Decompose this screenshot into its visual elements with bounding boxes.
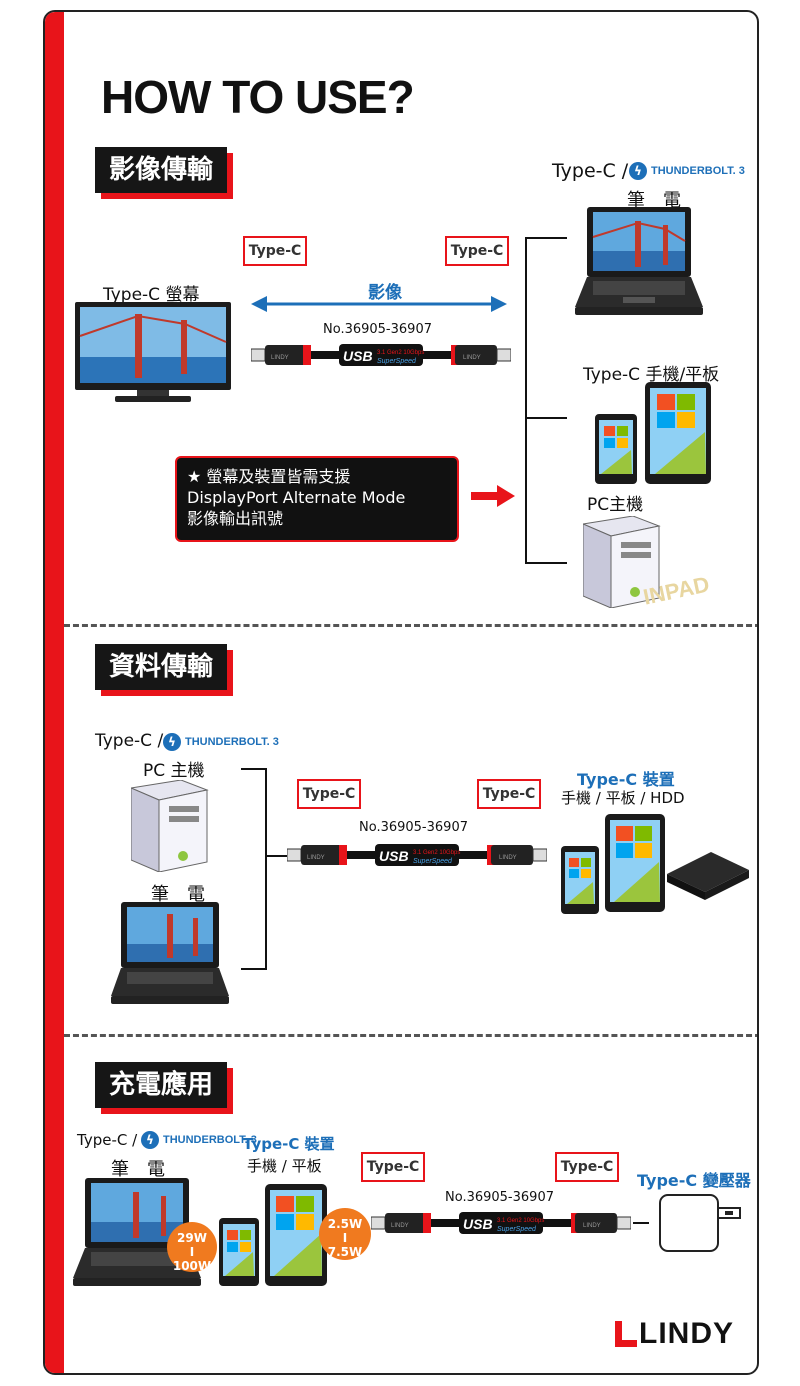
thunderbolt-icon: ϟ	[141, 1131, 159, 1149]
video-pc-label: PC主機	[587, 495, 644, 515]
svg-text:LINDY: LINDY	[307, 855, 325, 861]
data-src-typec-label: Type-C /	[95, 731, 164, 751]
usb-cable-1: USB 3.1 Gen2 10Gbps SuperSpeed LINDY LIN…	[251, 344, 511, 366]
svg-text:SuperSpeed: SuperSpeed	[497, 1226, 537, 1233]
thunderbolt-logo: ϟ THUNDERBOLT. 3	[629, 162, 745, 180]
svg-text:LINDY: LINDY	[463, 355, 481, 361]
section-title-charging: 充電應用	[95, 1062, 228, 1108]
video-bracket	[525, 237, 567, 564]
data-laptop-label: 筆 電	[151, 884, 205, 905]
section-title-video: 影像傳輸	[95, 147, 228, 193]
svg-text:USB: USB	[343, 348, 373, 364]
adapter-label: Type-C 變壓器	[637, 1171, 751, 1190]
laptop-icon	[111, 902, 229, 1004]
phone-tablet-icon	[219, 1184, 327, 1286]
double-arrow-icon	[251, 296, 507, 312]
pc-tower-icon	[583, 516, 661, 608]
svg-text:SuperSpeed: SuperSpeed	[377, 358, 417, 365]
charge-device-title: Type-C 裝置	[243, 1135, 335, 1153]
thunderbolt-logo-3: ϟ THUNDERBOLT. 3	[141, 1131, 257, 1149]
video-laptop-typec-label: Type-C /	[552, 160, 629, 182]
thunderbolt-icon: ϟ	[163, 733, 181, 751]
data-pc-label: PC 主機	[143, 761, 205, 781]
data-device-sub: 手機 / 平板 / HDD	[561, 789, 685, 807]
video-bracket-mid	[525, 417, 567, 419]
pc-tower-icon	[131, 780, 209, 872]
typec-tag-left: Type-C	[361, 1152, 425, 1182]
phone-tablet-icon	[561, 814, 665, 914]
data-bracket-stub	[267, 855, 287, 857]
svg-text:SuperSpeed: SuperSpeed	[413, 858, 453, 865]
usb-cable-2: USB 3.1 Gen2 10Gbps SuperSpeed LINDY LIN…	[287, 844, 547, 866]
left-red-bar	[45, 12, 64, 1373]
typec-tag-right: Type-C	[445, 236, 509, 266]
cable-model-3: No.36905-36907	[445, 1190, 554, 1205]
power-adapter-icon	[659, 1194, 741, 1252]
svg-text:LINDY: LINDY	[583, 1223, 601, 1229]
svg-text:LINDY: LINDY	[271, 355, 289, 361]
usb-cable-3: USB 3.1 Gen2 10Gbps SuperSpeed LINDY LIN…	[371, 1212, 631, 1234]
svg-text:3.1 Gen2 10Gbps: 3.1 Gen2 10Gbps	[413, 850, 460, 856]
thunderbolt-logo-2: ϟ THUNDERBOLT. 3	[163, 733, 279, 751]
laptop-icon	[73, 1178, 201, 1286]
svg-text:LINDY: LINDY	[391, 1223, 409, 1229]
svg-text:3.1 Gen2 10Gbps: 3.1 Gen2 10Gbps	[377, 350, 424, 356]
monitor-label: Type-C 螢幕	[103, 285, 200, 305]
adapter-connector-line	[633, 1222, 649, 1224]
section-title-data: 資料傳輸	[95, 644, 228, 690]
power-output-badge: 2.5W I 7.5W	[319, 1208, 371, 1260]
video-phone-label: Type-C 手機/平板	[583, 365, 720, 385]
typec-tag-left: Type-C	[297, 779, 361, 809]
lindy-logo: LINDY	[615, 1317, 734, 1351]
charge-device-sub: 手機 / 平板	[247, 1157, 322, 1175]
charge-laptop-label: 筆 電	[111, 1159, 165, 1180]
typec-tag-right: Type-C	[555, 1152, 619, 1182]
page-title: HOW TO USE?	[101, 71, 415, 123]
lindy-mark-icon	[615, 1321, 637, 1347]
charge-src-typec-label: Type-C /	[77, 1131, 138, 1149]
monitor-icon	[75, 302, 231, 402]
video-arrow-label: 影像	[368, 283, 402, 303]
video-laptop-label: 筆 電	[627, 190, 681, 211]
svg-text:USB: USB	[379, 848, 409, 864]
thunderbolt-icon: ϟ	[629, 162, 647, 180]
typec-tag-right: Type-C	[477, 779, 541, 809]
phone-tablet-icon	[595, 382, 711, 484]
power-input-badge: 29W I 100W	[167, 1222, 217, 1273]
typec-tag-left: Type-C	[243, 236, 307, 266]
infographic-frame: HOW TO USE? 影像傳輸 Type-C / ϟ THUNDERBOLT.…	[43, 10, 759, 1375]
svg-text:LINDY: LINDY	[499, 855, 517, 861]
cable-model-1: No.36905-36907	[323, 322, 432, 337]
displayport-notice: ★ 螢幕及裝置皆需支援 DisplayPort Alternate Mode 影…	[175, 456, 459, 542]
svg-text:3.1 Gen2 10Gbps: 3.1 Gen2 10Gbps	[497, 1218, 544, 1224]
red-arrow-icon	[471, 485, 515, 507]
cable-model-2: No.36905-36907	[359, 820, 468, 835]
hdd-icon	[667, 852, 749, 900]
divider-2	[64, 1034, 757, 1037]
svg-text:USB: USB	[463, 1216, 493, 1232]
laptop-icon	[575, 207, 703, 315]
divider-1	[64, 624, 757, 627]
data-bracket	[241, 768, 267, 970]
data-device-title: Type-C 裝置	[577, 770, 675, 789]
